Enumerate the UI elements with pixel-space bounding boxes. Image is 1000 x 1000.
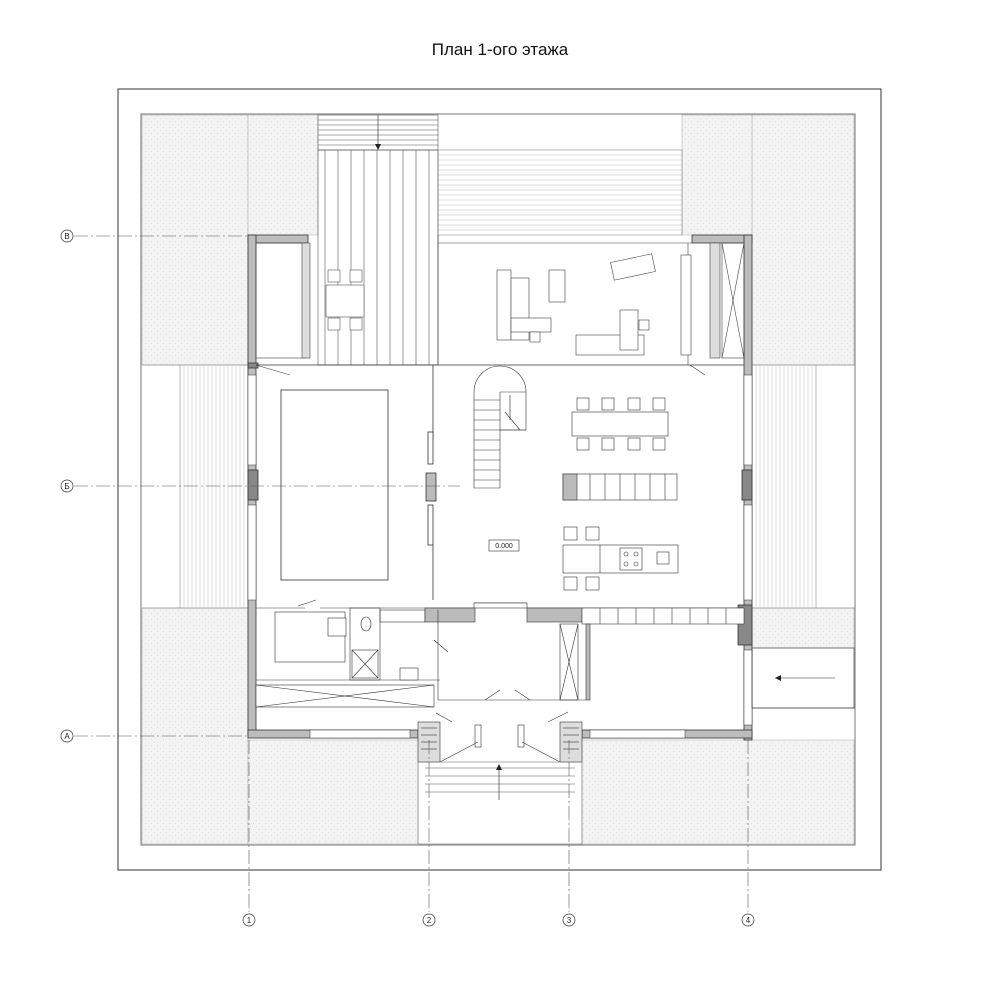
svg-text:Б: Б <box>64 482 69 491</box>
windows <box>247 374 753 739</box>
level-mark-box <box>488 539 520 552</box>
axis-lines <box>74 235 749 912</box>
dining-table <box>571 397 669 451</box>
site-boundary <box>140 113 856 846</box>
top-left-utility <box>255 242 311 376</box>
axis-marker-row-b: Б <box>60 479 74 493</box>
axis-marker-row-a: А <box>60 729 74 743</box>
axis-marker-col-3: 3 <box>562 913 576 927</box>
kitchen-island <box>562 526 679 591</box>
left-terrace <box>179 364 249 609</box>
axis-marker-col-4: 4 <box>741 913 755 927</box>
axis-marker-col-1: 1 <box>242 913 256 927</box>
entrance <box>417 721 583 763</box>
sheet-frame <box>117 88 882 871</box>
svg-text:В: В <box>64 232 69 241</box>
svg-text:3: 3 <box>567 916 572 925</box>
ground-areas <box>141 114 855 845</box>
top-right-storage <box>709 242 745 359</box>
living-room <box>437 235 706 376</box>
carport <box>751 647 855 709</box>
level-mark: 0.000 <box>495 543 513 550</box>
svg-text:А: А <box>64 732 70 741</box>
axis-marker-col-2: 2 <box>422 913 436 927</box>
top-stair <box>317 114 439 151</box>
front-steps <box>417 761 583 845</box>
axis-marker-row-v: В <box>60 229 74 243</box>
right-terrace <box>142 364 855 609</box>
svg-text:2: 2 <box>427 916 432 925</box>
service-block <box>255 599 745 723</box>
top-terrace <box>437 149 683 236</box>
page-title: План 1-ого этажа <box>431 40 569 59</box>
svg-text:4: 4 <box>746 916 751 925</box>
kitchen-counter <box>562 473 678 501</box>
bench-area <box>317 149 439 366</box>
pool <box>280 365 437 600</box>
main-stair <box>473 365 527 489</box>
svg-text:1: 1 <box>247 916 252 925</box>
